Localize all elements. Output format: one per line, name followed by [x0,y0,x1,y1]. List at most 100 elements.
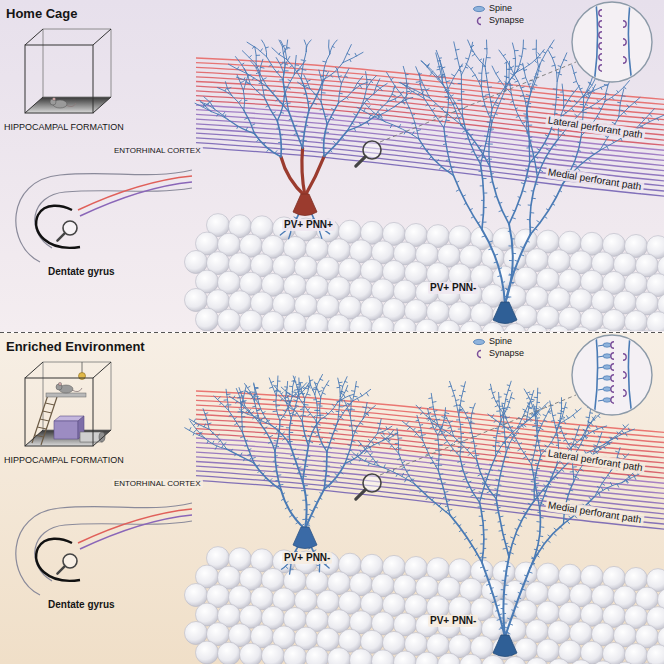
interneuron [508,503,532,554]
interneuron [315,379,323,390]
interneuron [376,86,379,87]
interneuron [262,40,267,57]
region-label: ENTORHINAL CORTEX [112,479,203,488]
interneuron [327,425,337,449]
interneuron [424,98,444,128]
interneuron [479,461,496,499]
interneuron [323,457,330,485]
interneuron [364,108,379,118]
interneuron [350,451,362,464]
interneuron [581,426,607,439]
interneuron [314,400,321,416]
interneuron [239,100,242,102]
interneuron [416,420,425,435]
interneuron [558,407,567,427]
interneuron [493,302,517,324]
interneuron [514,74,527,110]
interneuron [273,91,286,106]
interneuron [273,401,282,416]
interneuron [562,84,564,108]
magnified-dendrite [356,335,652,499]
cage-icon [25,362,111,446]
interneuron [337,69,341,83]
interneuron [605,81,630,102]
interneuron [275,389,283,394]
interneuron [321,102,327,125]
panel-divider [0,332,664,333]
interneuron [293,527,317,549]
cell-label: PV+ PNN- [428,282,478,294]
interneuron [340,377,347,397]
interneuron [293,194,317,216]
interneuron [448,64,462,89]
interneuron [214,396,229,410]
interneuron [261,425,275,451]
interneuron [557,53,567,81]
interneuron [289,112,303,148]
mouse-icon [56,382,82,393]
magnified-dendrite [380,395,576,475]
interneuron [211,111,230,121]
magnifier-icon [363,474,381,492]
interneuron [341,69,349,84]
interneuron [378,423,381,429]
interneuron [317,565,320,566]
panel-heading: Enriched Environment [6,340,145,355]
interneuron [286,423,293,441]
interneuron [281,387,299,399]
enrichment-toys [35,403,55,437]
interneuron [260,67,264,69]
interneuron [437,474,452,511]
interneuron [531,436,540,460]
interneuron [246,391,259,404]
interneuron [468,40,485,66]
interneuron [210,100,212,102]
interneuron [310,88,321,101]
interneuron [243,75,248,91]
granule-cell-layer [306,647,329,664]
interneuron [348,404,355,410]
magnified-dendrite [623,354,626,360]
magnified-dendrite [623,39,626,45]
interneuron [532,465,540,508]
magnified-dendrite [599,65,602,71]
interneuron [345,450,365,464]
interneuron [533,49,541,58]
interneuron [331,109,335,119]
interneuron [455,49,463,66]
interneuron [506,69,512,85]
interneuron [330,138,344,152]
interneuron [403,101,405,104]
interneuron [343,52,363,62]
synapse-swatch [472,16,486,26]
interneuron [301,60,306,70]
magnified-dendrite [603,365,611,369]
interneuron [353,453,379,466]
interneuron [493,635,517,657]
interneuron [505,224,513,304]
interneuron [427,413,438,432]
perforant-path-fibers [196,96,664,141]
interneuron [435,440,442,465]
interneuron [338,84,341,104]
interneuron [265,98,278,121]
legend-item: Spine [472,337,512,347]
granule-cell-layer [185,584,208,607]
interneuron [383,433,398,441]
interneuron [324,463,345,489]
granule-cell-layer [570,327,593,331]
interneuron [453,517,482,559]
interneuron [358,441,379,466]
magnifier-icon [57,566,65,574]
interneuron [391,78,404,94]
panel-heading: Home Cage [6,7,78,22]
interneuron [300,383,304,399]
cell-label: PV+ PNN- [282,552,332,564]
interneuron [392,94,395,96]
granule-cell-layer [548,659,571,664]
interneuron [519,48,526,65]
interneuron [461,124,480,158]
interneuron [341,395,351,403]
interneuron [417,415,423,440]
interneuron [237,126,248,130]
